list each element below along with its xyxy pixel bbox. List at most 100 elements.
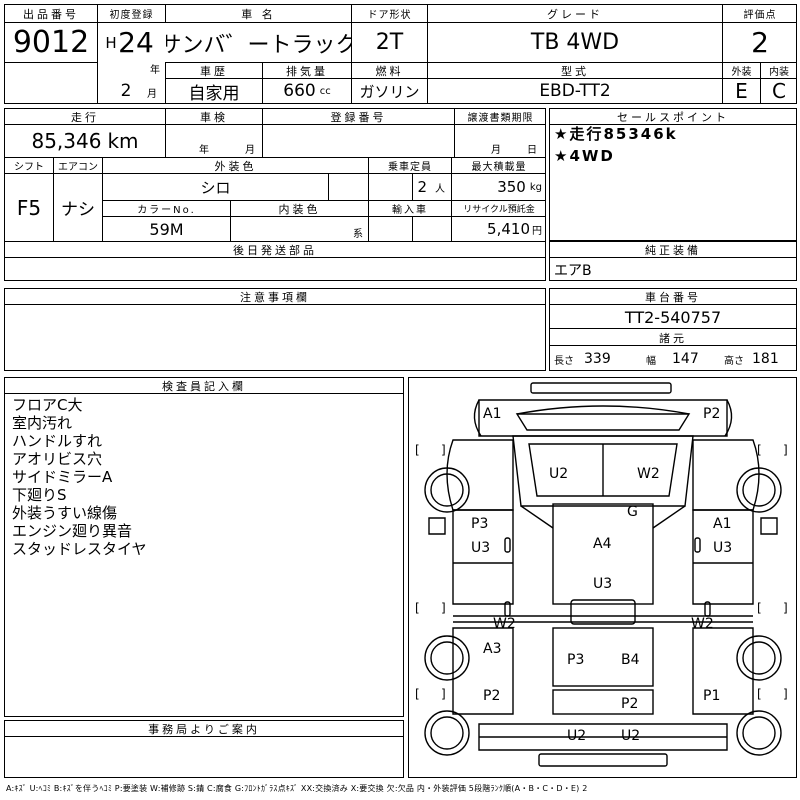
inspector-note: 外装うすい線傷 [12, 504, 118, 522]
mileage-unit: km [107, 129, 139, 153]
interior-grade-label: 内装 [769, 67, 789, 78]
genuine-equipment-items: エアB [554, 262, 592, 279]
mark-windshield-left: U2 [549, 466, 568, 482]
score: 2 [751, 26, 769, 59]
door-type-label: ドア形状 [367, 10, 412, 21]
mark-windshield-right: W2 [637, 466, 660, 482]
era-letter: H [105, 34, 117, 52]
bracket-close: ] [441, 443, 446, 457]
inspection-year-unit: 年 [199, 144, 209, 156]
max-load-label: 最大積載量 [471, 162, 527, 173]
score-label: 評価点 [743, 10, 777, 21]
mark-front-right-corner: P2 [703, 406, 720, 422]
chassis-number-label: 車台番号 [550, 289, 796, 305]
mark-roof-center: A4 [593, 536, 612, 552]
displacement: 660 [283, 81, 316, 101]
damage-code-legend: A:ｷｽﾞ U:ﾍｺﾐ B:ｷｽﾞを伴うﾍｺﾐ P:要塗装 W:補修跡 S:錆 … [6, 783, 588, 793]
seating-capacity-label: 乗車定員 [388, 162, 432, 173]
vehicle-header-table [4, 4, 797, 104]
inspector-note: スタッドレスタイヤ [12, 540, 147, 558]
truck-body-diagram: A1 P2 U2 W2 G P3 U3 A1 U3 A4 U3 W2 W2 A3… [415, 382, 788, 767]
later-shipped-parts-label: 後日発送部品 [233, 243, 317, 257]
mark-bed-floor-b: B4 [621, 652, 640, 668]
inspector-note: フロアC大 [12, 396, 83, 414]
fuel-label: 燃料 [375, 64, 404, 78]
mark-right-rear-p: P1 [703, 688, 720, 704]
chassis-number: TT2-540757 [550, 306, 796, 329]
mark-right-door-a: A1 [713, 516, 731, 532]
mark-left-door-u: U3 [471, 540, 490, 556]
inspector-note: サイドミラーA [12, 468, 113, 486]
lot-number-label: 出品番号 [23, 7, 79, 21]
damage-diagram-box: A1 P2 U2 W2 G P3 U3 A1 U3 A4 U3 W2 W2 A3… [408, 377, 797, 778]
vehicle-history: 自家用 [188, 83, 240, 104]
genuine-equipment-label: 純正装備 [550, 242, 796, 258]
bracket-open: [ [415, 687, 420, 701]
grade-label: グレード [547, 7, 603, 21]
inspector-notes-box: 検査員記入欄 フロアC大 室内汚れ ハンドルすれ アオリビス穴 サイドミラーA … [4, 377, 404, 717]
inspection-month-unit: 月 [245, 144, 255, 156]
registration-number-label: 登録番号 [330, 110, 387, 124]
bracket-close: ] [783, 601, 788, 615]
mark-roof-front: G [627, 504, 638, 520]
bracket-close: ] [441, 601, 446, 615]
mark-rear-bumper-right: U2 [621, 728, 640, 744]
mark-left-rear-p: P2 [483, 688, 500, 704]
bracket-close: ] [783, 443, 788, 457]
recycle-deposit-label: リサイクル預託金 [463, 205, 535, 215]
shift-label: シフト [14, 162, 44, 173]
exterior-grade-label: 外装 [731, 67, 752, 78]
mileage: 85,346 [31, 129, 102, 153]
mark-right-sill: W2 [691, 616, 714, 632]
inspector-note: 下廻りS [12, 486, 67, 504]
recycle-deposit-unit: 円 [532, 225, 542, 237]
mark-roof-rear: U3 [593, 576, 612, 592]
max-load: 350 [497, 178, 526, 196]
caution-notes-box: 注意事項欄 [4, 288, 546, 371]
bracket-open: [ [757, 687, 762, 701]
transfer-deadline-label: 譲渡書類期限 [467, 113, 534, 124]
model-code: EBD-TT2 [539, 81, 611, 101]
exterior-color: シロ [200, 178, 231, 197]
year-unit: 年 [150, 64, 160, 76]
vehicle-details-table [4, 108, 546, 281]
length-label: 長さ [554, 355, 574, 367]
exterior-color-label: 外装色 [214, 159, 257, 173]
bracket-close: ] [441, 687, 446, 701]
air-conditioner: ナシ [61, 200, 95, 220]
bracket-open: [ [757, 443, 762, 457]
sales-point-box: セールスポイント ★走行85346k ★4WD [549, 108, 797, 241]
mileage-label: 走行 [71, 110, 99, 124]
mark-left-bed-side-a: A3 [483, 641, 501, 657]
bracket-open: [ [415, 601, 420, 615]
bracket-close: ] [783, 687, 788, 701]
inspector-note: アオリビス穴 [12, 450, 103, 468]
fuel: ガソリン [359, 82, 420, 101]
registration-year: 24 [118, 25, 154, 59]
grade: TB 4WD [530, 30, 620, 55]
displacement-label: 排気量 [286, 64, 328, 78]
seating-capacity-unit: 人 [435, 183, 445, 195]
specs-label: 諸元 [550, 330, 796, 346]
office-notice-box: 事務局よりご案内 [4, 720, 404, 778]
interior-color-unit: 系 [353, 228, 363, 240]
sales-point-item: ★4WD [554, 147, 615, 165]
width: 147 [672, 351, 699, 367]
mark-bed-floor-p: P3 [567, 652, 584, 668]
car-name-label: 車 名 [241, 7, 276, 21]
air-conditioner-label: エアコン [58, 162, 98, 173]
color-number: 59M [149, 219, 184, 239]
shift: F5 [16, 195, 42, 220]
inspector-note: ハンドルすれ [12, 432, 103, 450]
chassis-box: 車台番号 TT2-540757 諸元 長さ 339 幅 147 高さ 181 [549, 288, 797, 371]
bracket-open: [ [415, 443, 420, 457]
sales-point-label: セールスポイント [550, 109, 796, 125]
bracket-open: [ [757, 601, 762, 615]
month-unit: 月 [147, 88, 157, 100]
office-notice-label: 事務局よりご案内 [5, 721, 403, 737]
caution-notes-label: 注意事項欄 [5, 289, 545, 305]
inspector-note: エンジン廻り異音 [12, 522, 133, 540]
mark-right-door-u: U3 [713, 540, 732, 556]
displacement-unit: cc [319, 85, 331, 97]
exterior-grade: E [735, 79, 748, 103]
